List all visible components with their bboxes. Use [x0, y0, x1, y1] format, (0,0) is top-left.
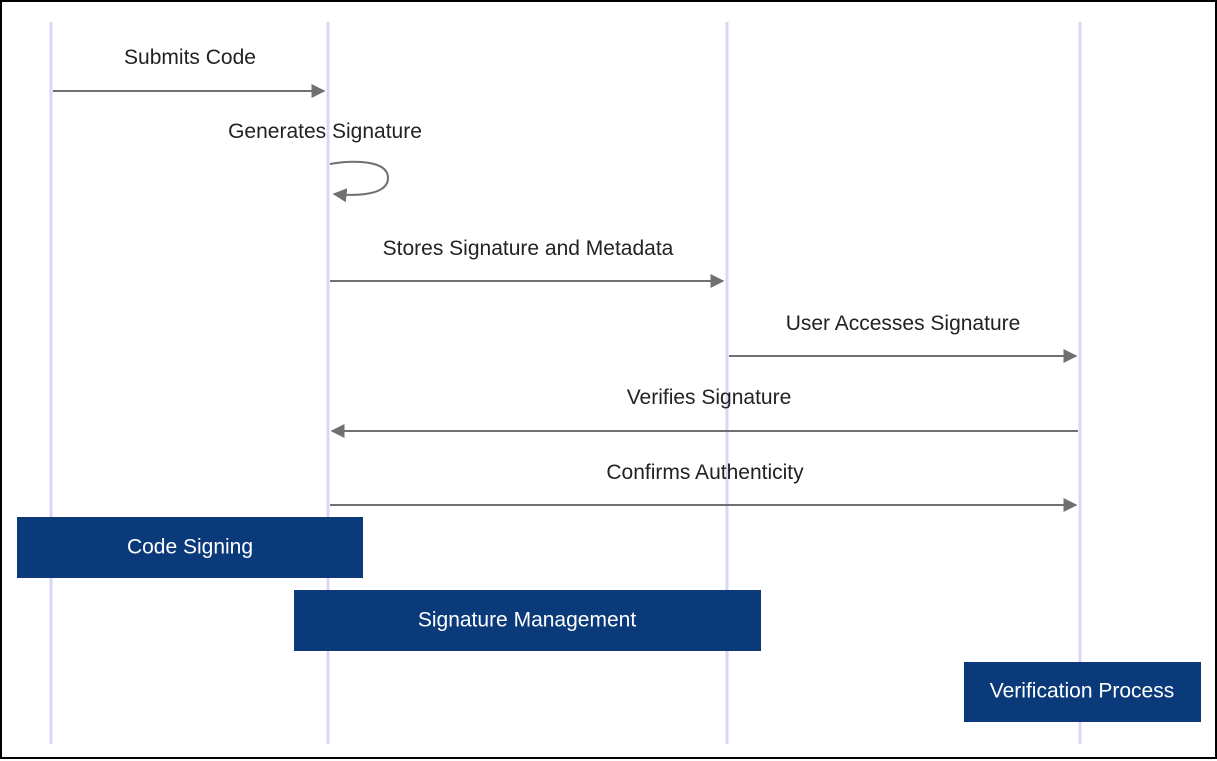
message-label: Stores Signature and Metadata	[383, 237, 674, 260]
message-label: User Accesses Signature	[786, 312, 1021, 335]
participant-box-code-signing: Code Signing	[17, 517, 363, 578]
participant-label: Signature Management	[418, 609, 636, 632]
self-message-arrow	[329, 160, 390, 203]
participant-label: Verification Process	[990, 680, 1174, 703]
participant-box-signature-management: Signature Management	[294, 590, 761, 651]
message-label: Verifies Signature	[627, 386, 792, 409]
participant-box-verification-process: Verification Process	[964, 662, 1201, 722]
message-label: Confirms Authenticity	[606, 461, 804, 484]
message-label: Generates Signature	[228, 120, 422, 143]
message-label: Submits Code	[124, 46, 256, 69]
participant-label: Code Signing	[127, 536, 253, 559]
